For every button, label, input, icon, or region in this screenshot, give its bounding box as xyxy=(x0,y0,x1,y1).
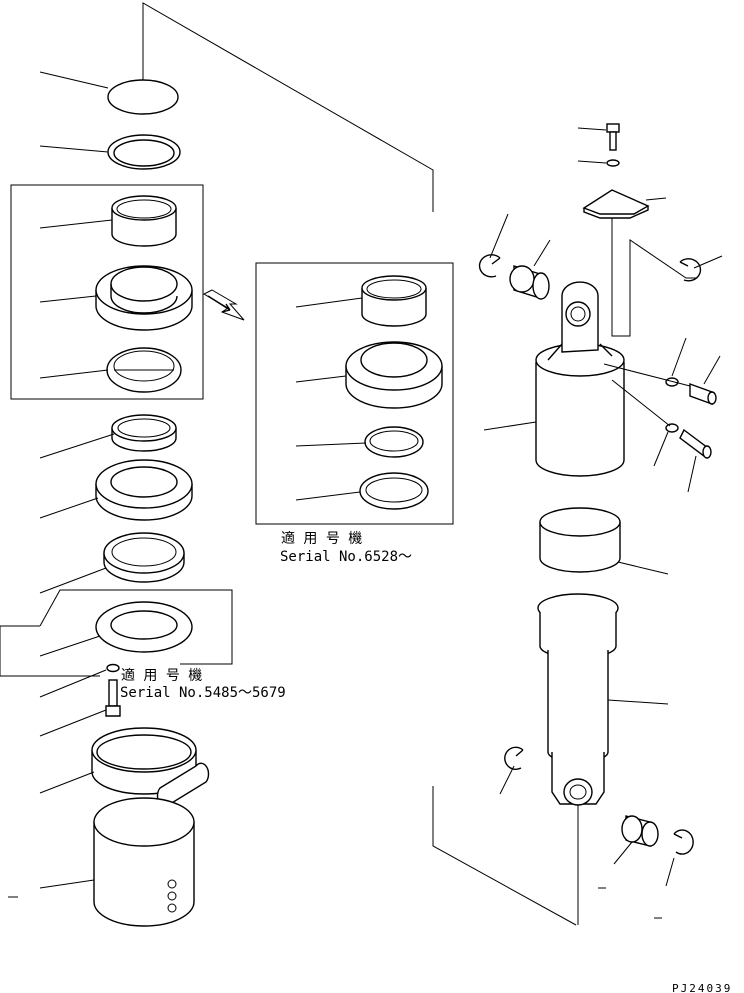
leader-line xyxy=(483,421,537,431)
leader-line xyxy=(693,255,723,269)
seal-ring xyxy=(107,134,181,170)
fitting-washer-upper xyxy=(665,377,679,387)
part-group-bracket xyxy=(39,589,233,665)
upper-bushing xyxy=(509,265,550,300)
bushing-sleeve-new xyxy=(361,275,427,327)
leader-line xyxy=(607,699,669,705)
leader-line xyxy=(489,213,509,259)
bearing-ring-new-b xyxy=(359,472,429,510)
snap-ring-lower-right xyxy=(673,829,694,855)
leader-line xyxy=(653,431,669,467)
part-group-box-old xyxy=(10,184,204,400)
leader-line xyxy=(645,197,667,201)
assembly-guide-line xyxy=(611,218,696,337)
snap-ring-right xyxy=(679,258,702,282)
o-ring xyxy=(107,79,179,115)
part-group-box-new xyxy=(255,262,454,525)
leader-line xyxy=(613,841,633,865)
hollow-arrow-icon xyxy=(202,289,245,321)
leader-line xyxy=(39,369,109,379)
part-group-bracket xyxy=(0,625,100,677)
leader-line xyxy=(39,567,107,594)
leader-line xyxy=(39,709,107,737)
leader-line xyxy=(39,497,99,519)
leader-line xyxy=(671,337,687,377)
leader-line xyxy=(295,442,367,447)
leader-line xyxy=(687,455,697,493)
bracket-plate xyxy=(582,189,650,219)
leader-line xyxy=(611,379,671,427)
bushing-sleeve xyxy=(111,195,177,247)
leader-line xyxy=(295,375,347,383)
leader-line xyxy=(39,145,109,153)
piston-rod xyxy=(537,593,619,806)
cover-cylinder xyxy=(93,797,195,927)
leader-line xyxy=(39,635,101,657)
leader-line xyxy=(577,160,607,164)
leader-line xyxy=(39,71,109,89)
leader-line xyxy=(39,771,95,794)
leader-line xyxy=(295,491,361,501)
serial-note-range-new: Serial No.6528～ xyxy=(280,549,412,565)
fitting-washer-lower xyxy=(665,423,679,433)
assembly-guide-line xyxy=(432,786,577,926)
top-bolt xyxy=(606,123,620,151)
snap-ring-lower-left xyxy=(504,746,524,771)
leader-line xyxy=(703,355,721,385)
gasket-plate xyxy=(95,601,193,653)
leader-line xyxy=(39,433,115,459)
leader-line xyxy=(39,295,97,303)
lower-bushing xyxy=(621,815,659,847)
leader-line xyxy=(39,219,113,229)
serial-note-label-old: 適 用 号 機 xyxy=(121,667,202,684)
fitting-bolt-upper xyxy=(689,383,717,405)
leader-line xyxy=(295,297,363,308)
flange-housing xyxy=(95,265,193,331)
bearing-ring-new-a xyxy=(364,426,424,458)
cylinder-body xyxy=(535,281,625,477)
fitting-nipple xyxy=(679,428,712,459)
leader-line xyxy=(577,127,607,131)
leader-line xyxy=(665,857,675,887)
flange-housing-lower xyxy=(95,459,193,521)
cylinder-sleeve xyxy=(539,507,621,573)
leader-line xyxy=(499,765,515,795)
serial-note-range-old: Serial No.5485～5679 xyxy=(120,685,286,701)
clamp-band xyxy=(91,727,210,808)
flange-housing-new xyxy=(345,341,443,409)
leader-line xyxy=(617,561,669,575)
serial-note-label-new: 適 用 号 機 xyxy=(281,530,362,547)
leader-line xyxy=(39,669,107,698)
retaining-ring xyxy=(111,414,177,452)
washer xyxy=(106,663,120,673)
leader-line xyxy=(533,239,551,267)
snap-ring-left xyxy=(478,254,501,278)
drawing-code: PJ24039 xyxy=(672,982,732,993)
assembly-guide-line xyxy=(142,2,434,212)
leader-line xyxy=(39,879,95,889)
top-washer xyxy=(606,159,620,167)
leader-line xyxy=(603,363,691,387)
bearing-ring xyxy=(106,347,182,393)
bolt xyxy=(105,679,121,717)
bearing-ring-lower xyxy=(103,532,185,583)
